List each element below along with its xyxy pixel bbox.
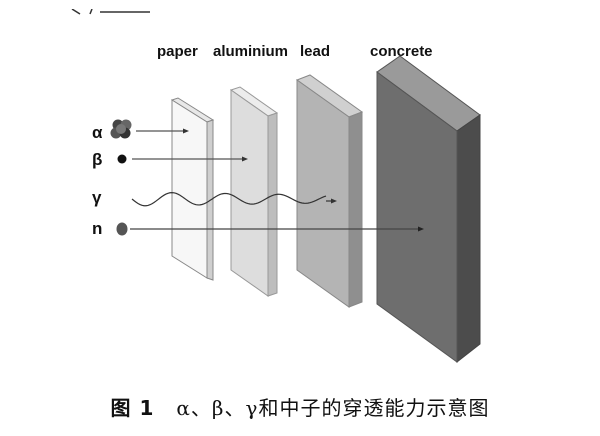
beta-particle-icon [117, 154, 127, 164]
figure-number: 图 1 [110, 396, 155, 420]
figure-caption: 图 1 α、β、γ和中子的穿透能力示意图 [0, 392, 600, 426]
barrier-label-concrete: concrete [370, 43, 433, 60]
neutron-track [130, 226, 424, 232]
lead-slab [295, 74, 364, 308]
aluminium-slab [229, 86, 279, 297]
paper-slab [170, 97, 215, 281]
beta-label: β [92, 150, 102, 169]
gamma-label: γ [92, 188, 102, 207]
barrier-label-aluminium: aluminium [213, 43, 288, 60]
penetration-diagram: paper aluminium lead concrete α β γ n [92, 43, 481, 364]
caption-text: α、β、γ和中子的穿透能力示意图 [176, 396, 490, 420]
barrier-label-paper: paper [157, 43, 198, 60]
alpha-particle-icon [110, 119, 132, 139]
beta-track [132, 156, 248, 162]
alpha-track [136, 128, 189, 134]
neutron-label: n [92, 219, 102, 238]
barrier-label-lead: lead [300, 43, 330, 60]
concrete-slab [376, 55, 481, 364]
neutron-particle-icon [116, 222, 128, 236]
top-text-fragment [70, 0, 160, 15]
alpha-label: α [92, 123, 103, 142]
gamma-track [131, 192, 337, 207]
